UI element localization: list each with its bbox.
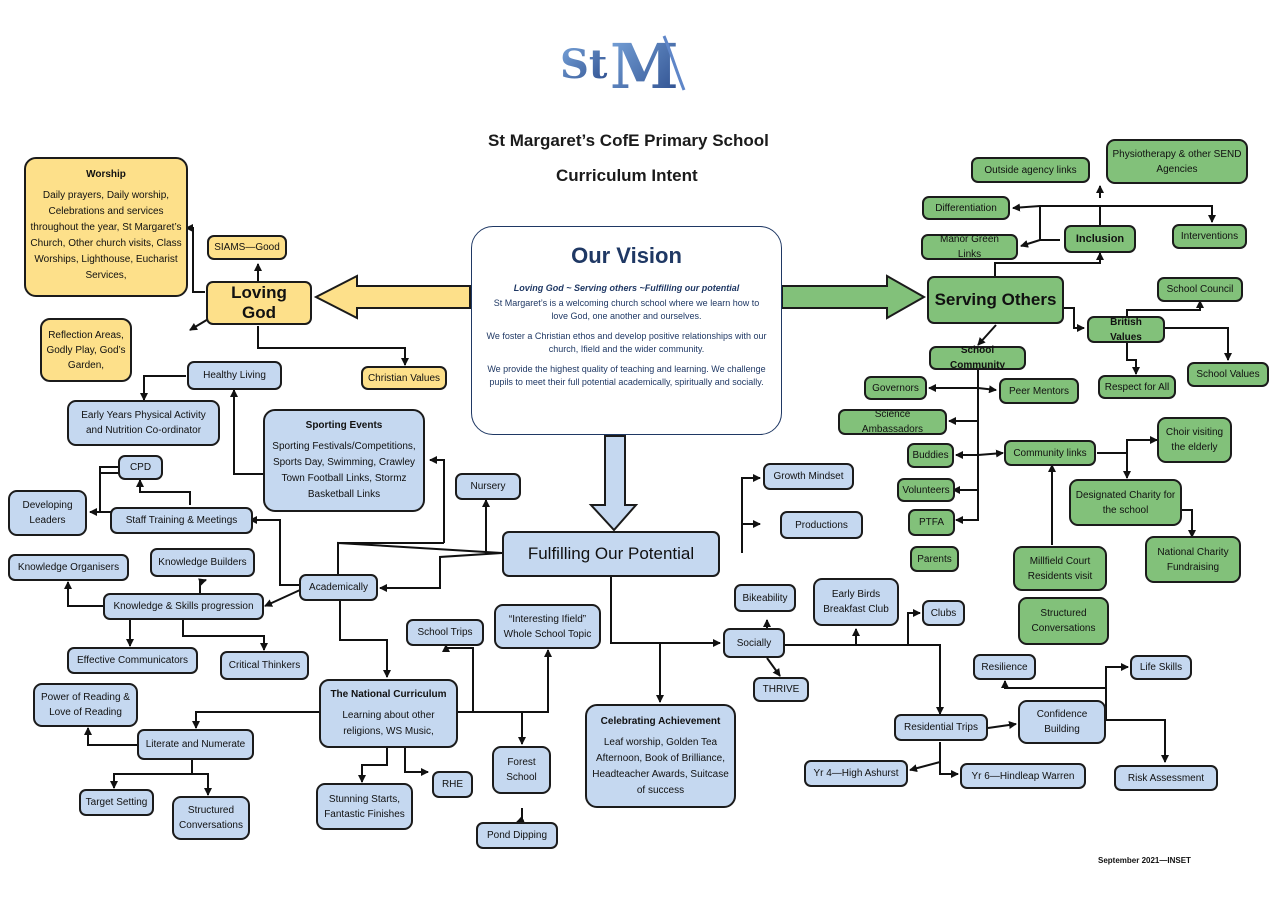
respect-box: Respect for All [1098,375,1176,399]
siams-box: SIAMS—Good [207,235,287,260]
residential-trips-box: Residential Trips [894,714,988,741]
sporting-events-title: Sporting Events [305,420,383,431]
physio-box: Physiotherapy & other SEND Agencies [1106,139,1248,184]
risk-assessment-box: Risk Assessment [1114,765,1218,791]
thrive-box: THRIVE [753,677,809,702]
national-curriculum-box: The National Curriculum Learning about o… [319,679,458,748]
nursery-box: Nursery [455,473,521,500]
clubs-box: Clubs [922,600,965,626]
socially-box: Socially [723,628,785,658]
reflection-box: Reflection Areas, Godly Play, God’s Gard… [40,318,132,382]
peer-mentors-box: Peer Mentors [999,378,1079,404]
academically-box: Academically [299,574,378,601]
national-charity-box: National Charity Fundraising [1145,536,1241,583]
british-values-box: British Values [1087,316,1165,343]
healthy-living-box: Healthy Living [187,361,282,390]
school-community-box: School Community [929,345,1026,371]
knowledge-organisers-box: Knowledge Organisers [8,554,129,581]
staff-training-box: Staff Training & Meetings [110,507,253,534]
svg-text:M: M [610,30,679,98]
worship-text: Daily prayers, Daily worship, Celebratio… [30,190,182,281]
millfield-box: Millfield Court Residents visit [1013,546,1107,591]
yr6-box: Yr 6—Hindleap Warren [960,763,1086,789]
manor-green-box: Manor Green Links [921,234,1018,260]
life-skills-box: Life Skills [1130,655,1192,680]
interesting-ifield-box: “Interesting Ifield” Whole School Topic [494,604,601,649]
structured-conversations-blue-box: Structured Conversations [172,796,250,840]
choir-box: Choir visiting the elderly [1157,417,1232,463]
differentiation-box: Differentiation [922,196,1010,220]
science-ambassadors-box: Science Ambassadors [838,409,947,435]
yr4-box: Yr 4—High Ashurst [804,760,908,787]
literate-numerate-box: Literate and Numerate [137,729,254,760]
school-name: St Margaret’s CofE Primary School [488,131,769,150]
parents-box: Parents [910,546,959,572]
designated-charity-box: Designated Charity for the school [1069,479,1182,526]
school-values-box: School Values [1187,362,1269,387]
school-council-box: School Council [1157,277,1243,302]
national-curriculum-text: Learning about other religions, WS Music… [342,710,435,737]
confidence-building-box: Confidence Building [1018,700,1106,744]
structured-conversations-green-box: Structured Conversations [1018,597,1109,645]
buddies-box: Buddies [907,443,954,468]
sporting-events-box: Sporting Events Sporting Festivals/Compe… [263,409,425,512]
vision-para-3: We provide the highest quality of teachi… [487,364,766,388]
knowledge-skills-box: Knowledge & Skills progression [103,593,264,620]
page-title: Curriculum Intent [556,166,698,185]
footer-date: September 2021—INSET [1098,856,1191,865]
community-links-box: Community links [1004,440,1096,466]
critical-thinkers-box: Critical Thinkers [220,651,309,680]
fulfilling-potential-box: Fulfilling Our Potential [502,531,720,577]
national-curriculum-title: The National Curriculum [330,689,447,700]
celebrating-title: Celebrating Achievement [600,715,721,727]
productions-box: Productions [780,511,863,539]
school-trips-box: School Trips [406,619,484,646]
resilience-box: Resilience [973,654,1036,680]
governors-box: Governors [864,376,927,400]
target-setting-box: Target Setting [79,789,154,816]
sporting-events-text: Sporting Festivals/Competitions, Sports … [272,441,416,500]
worship-title: Worship [86,169,126,180]
svg-text:St: St [560,41,608,88]
vision-box: Our Vision Loving God ~ Serving others ~… [471,226,782,435]
power-of-reading-box: Power of Reading & Love of Reading [33,683,138,727]
rhe-box: RHE [432,771,473,798]
growth-mindset-box: Growth Mindset [763,463,854,490]
bikeability-box: Bikeability [734,584,796,612]
inclusion-box: Inclusion [1064,225,1136,253]
stunning-starts-box: Stunning Starts, Fantastic Finishes [316,783,413,830]
ptfa-box: PTFA [908,509,955,536]
early-birds-box: Early Birds Breakfast Club [813,578,899,626]
worship-box: Worship Daily prayers, Daily worship, Ce… [24,157,188,297]
serving-others-box: Serving Others [927,276,1064,324]
pond-dipping-box: Pond Dipping [476,822,558,849]
effective-communicators-box: Effective Communicators [67,647,198,674]
vision-para-2: We foster a Christian ethos and develop … [486,331,767,355]
school-logo: St M [560,30,686,98]
forest-school-box: Forest School [492,746,551,794]
christian-values-box: Christian Values [361,366,447,390]
early-years-box: Early Years Physical Activity and Nutrit… [67,400,220,446]
outside-agency-box: Outside agency links [971,157,1090,183]
loving-god-box: Loving God [206,281,312,325]
vision-tagline: Loving God ~ Serving others ~Fulfilling … [513,283,740,293]
cpd-box: CPD [118,455,163,480]
volunteers-box: Volunteers [897,478,955,502]
developing-leaders-box: Developing Leaders [8,490,87,536]
vision-para-1: St Margaret’s is a welcoming church scho… [493,298,760,322]
interventions-box: Interventions [1172,224,1247,249]
celebrating-text: Leaf worship, Golden Tea Afternoon, Book… [592,736,729,796]
celebrating-achievement-box: Celebrating Achievement Leaf worship, Go… [585,704,736,808]
knowledge-builders-box: Knowledge Builders [150,548,255,577]
vision-heading: Our Vision [571,243,682,268]
